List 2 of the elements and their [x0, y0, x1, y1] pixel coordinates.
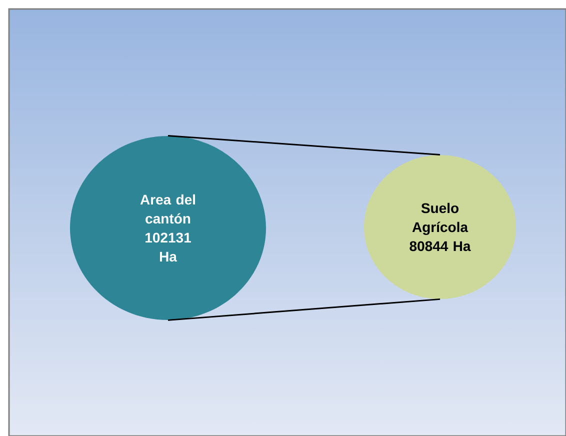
connector-line — [168, 298, 440, 321]
connector-line — [168, 135, 440, 156]
